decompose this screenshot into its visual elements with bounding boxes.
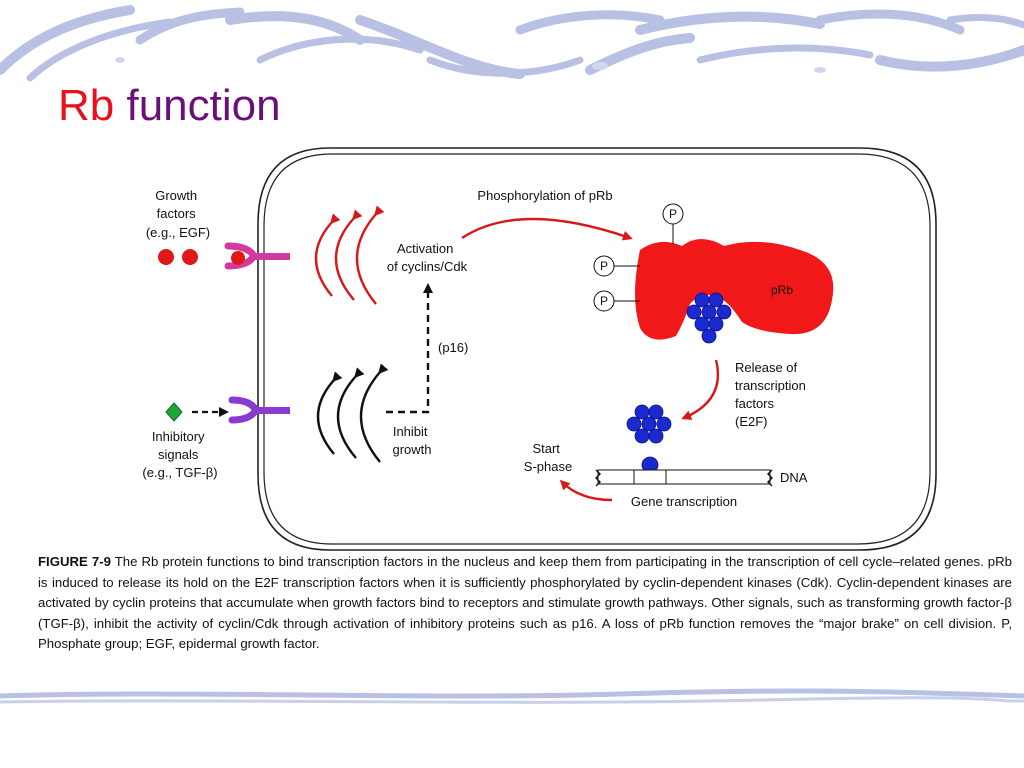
dna-label: DNA bbox=[780, 470, 808, 485]
figure-caption: FIGURE 7-9 The Rb protein functions to b… bbox=[38, 552, 1012, 655]
e2f-bound-cluster bbox=[686, 292, 732, 344]
phosphate-circle bbox=[593, 255, 615, 277]
growth-factors-label: Growth factors (e.g., EGF) bbox=[146, 188, 210, 240]
p16-label: (p16) bbox=[438, 340, 468, 355]
growth-factor-receptor bbox=[224, 242, 290, 270]
svg-text:P: P bbox=[600, 294, 608, 308]
release-label: Release of transcription factors (E2F) bbox=[735, 360, 809, 429]
growth-factor-dot bbox=[158, 249, 174, 265]
phosphorylation-arrow bbox=[461, 217, 633, 241]
cell-membrane-inner bbox=[263, 153, 931, 545]
svg-text:P: P bbox=[669, 207, 677, 221]
phosphorylation-label: Phosphorylation of pRb bbox=[477, 188, 612, 203]
inhibitory-receptor bbox=[228, 396, 290, 424]
growth-factor-dot bbox=[182, 249, 198, 265]
title-rb: Rb bbox=[58, 81, 115, 130]
inhibit-growth-label: Inhibit growth bbox=[392, 424, 431, 457]
title-function: function bbox=[126, 81, 281, 130]
inhibitory-signal-icon bbox=[165, 402, 183, 422]
gene-transcription-label: Gene transcription bbox=[631, 494, 737, 509]
transcription-arrow bbox=[559, 479, 613, 502]
dna-strand bbox=[595, 469, 773, 487]
decorative-swirl-banner bbox=[0, 0, 1024, 82]
inhibitory-pathway-arcs bbox=[316, 363, 389, 463]
inhibitory-signals-label: Inhibitory signals (e.g., TGF-β) bbox=[142, 429, 217, 480]
slide-title: Rb function bbox=[58, 84, 281, 128]
prb-protein bbox=[635, 239, 834, 340]
decorative-bottom-rule bbox=[0, 688, 1024, 704]
phosphate-circle bbox=[662, 203, 684, 225]
e2f-free-cluster bbox=[626, 404, 672, 474]
cell-membrane-outer bbox=[257, 147, 937, 551]
phosphate-groups: P P P bbox=[593, 203, 684, 312]
release-arrow bbox=[681, 359, 720, 420]
caption-text: The Rb protein functions to bind transcr… bbox=[38, 554, 1012, 651]
start-sphase-label: Start S-phase bbox=[524, 441, 572, 474]
p16-inhibit-path bbox=[386, 283, 433, 414]
growth-pathway-arcs bbox=[314, 205, 385, 305]
caption-label: FIGURE 7-9 bbox=[38, 554, 111, 569]
svg-text:P: P bbox=[600, 259, 608, 273]
prb-label: pRb bbox=[771, 283, 793, 297]
phosphate-circle bbox=[593, 290, 615, 312]
activation-label: Activation of cyclins/Cdk bbox=[387, 241, 468, 274]
